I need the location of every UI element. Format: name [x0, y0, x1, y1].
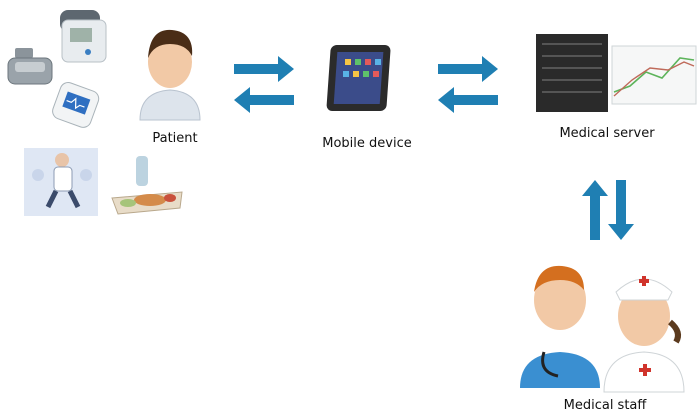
graph-icon [611, 45, 697, 105]
server-staff-arrows [582, 180, 634, 240]
exercise-icon [24, 148, 98, 216]
food-tray-icon [111, 156, 183, 215]
medical-server-label: Medical server [559, 126, 655, 141]
mobile-device-label: Mobile device [322, 136, 412, 151]
medical-staff-label: Medical staff [563, 398, 647, 413]
scale-icon [7, 48, 53, 85]
nurse-avatar-icon [603, 276, 685, 393]
blood-pressure-monitor-icon [60, 10, 107, 63]
tablet-icon [326, 45, 391, 111]
patient-mobile-arrows [234, 56, 294, 113]
patient-label: Patient [152, 131, 198, 146]
mobile-server-arrows [438, 56, 498, 113]
server-rack-icon [536, 34, 608, 112]
patient-avatar-icon [139, 29, 201, 121]
pulse-oximeter-icon [52, 81, 100, 128]
doctor-avatar-icon [520, 265, 600, 388]
